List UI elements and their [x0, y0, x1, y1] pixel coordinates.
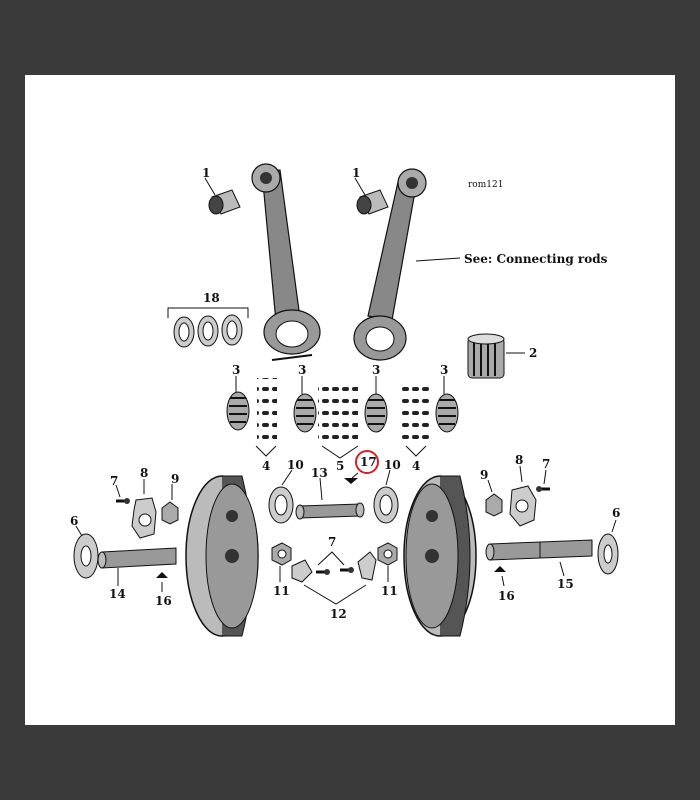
pinion-plate-left [131, 497, 157, 539]
callout-7-right: 7 [542, 457, 550, 471]
screw-right [536, 486, 550, 492]
lock-plate-left [291, 559, 313, 583]
flywheel-left [185, 475, 259, 637]
bushing-right [356, 189, 389, 215]
callout-10-left: 10 [287, 458, 304, 472]
callout-3-c: 3 [372, 363, 380, 377]
crank-washer-left [268, 486, 294, 524]
callout-3-a: 3 [232, 363, 240, 377]
pinion-shaft [485, 539, 593, 561]
lock-screws-center [316, 567, 354, 575]
hex-nut-left [161, 501, 179, 525]
callout-17: 17 [360, 455, 377, 469]
callout-7-center: 7 [328, 535, 336, 549]
highlight-circle [355, 450, 379, 474]
see-connecting-rods-note: See: Connecting rods [464, 252, 608, 266]
pinion-plate-right [509, 485, 537, 527]
callout-12: 12 [330, 607, 347, 621]
bushing-left [208, 189, 241, 215]
callout-1-left: 1 [202, 166, 210, 180]
crank-nut-right [377, 542, 398, 566]
roller-bearing-cage [467, 333, 505, 379]
roller-cage-2 [293, 393, 317, 433]
hex-nut-right [485, 493, 503, 517]
callout-11-left: 11 [273, 584, 290, 598]
callout-8-left: 8 [140, 466, 148, 480]
callout-14: 14 [109, 587, 126, 601]
callout-2: 2 [529, 346, 537, 360]
callout-4-right: 4 [412, 459, 420, 473]
crank-washer-right [373, 486, 399, 524]
sprocket-shaft [97, 547, 177, 569]
callout-4-left: 4 [262, 459, 270, 473]
woodruff-key-left [156, 572, 168, 578]
callout-3-b: 3 [298, 363, 306, 377]
connecting-rod-right [353, 168, 427, 361]
washer-6-left [73, 533, 99, 579]
callout-8-right: 8 [515, 453, 523, 467]
screw-left [116, 498, 130, 504]
callout-9-right: 9 [480, 468, 488, 482]
callout-13: 13 [311, 466, 328, 480]
crank-pin [295, 502, 365, 520]
washer-6-right [597, 533, 619, 575]
callout-10-right: 10 [384, 458, 401, 472]
roller-cage-1 [226, 391, 250, 431]
callout-3-d: 3 [440, 363, 448, 377]
callout-5: 5 [336, 459, 344, 473]
thrust-washers [173, 314, 243, 348]
diagram-id-label: rom121 [468, 180, 503, 190]
woodruff-key-right [494, 566, 506, 572]
roller-pins-group-1 [257, 378, 277, 444]
callout-9-left: 9 [171, 472, 179, 486]
crank-nut-left [271, 542, 292, 566]
callout-7-left: 7 [110, 474, 118, 488]
flywheel-right [403, 475, 477, 637]
callout-16-right: 16 [498, 589, 515, 603]
callout-11-right: 11 [381, 584, 398, 598]
callout-15: 15 [557, 577, 574, 591]
roller-pins-group-3 [400, 380, 430, 444]
roller-pins-group-2 [318, 380, 358, 444]
callout-1-right: 1 [352, 166, 360, 180]
callout-16-left: 16 [155, 594, 172, 608]
callout-6-right: 6 [612, 506, 620, 520]
callout-6-left: 6 [70, 514, 78, 528]
callout-18: 18 [203, 291, 220, 305]
woodruff-key-center [344, 478, 358, 484]
roller-cage-4 [435, 393, 459, 433]
roller-cage-3 [364, 393, 388, 433]
connecting-rod-left [251, 163, 321, 361]
lock-plate-right [357, 551, 377, 581]
